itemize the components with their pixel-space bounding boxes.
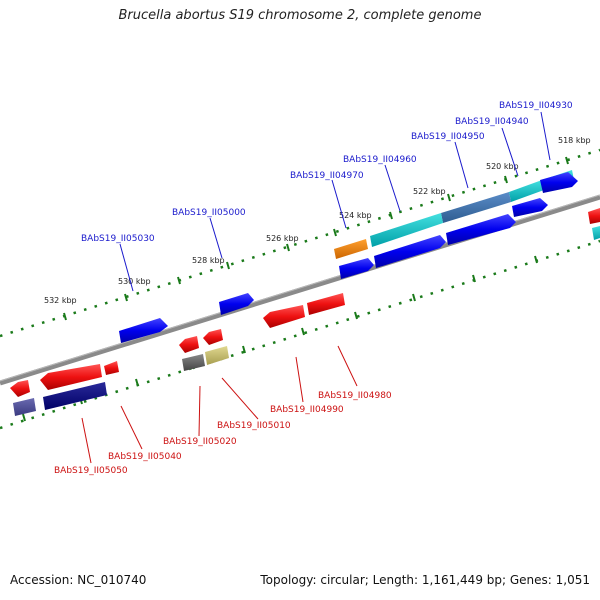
gene-II05030[interactable] [119, 318, 168, 343]
gene-label-II04990: BAbS19_II04990 [270, 405, 344, 415]
gene-II04970[interactable] [334, 239, 368, 259]
gene-II04980[interactable] [307, 293, 345, 315]
gene-label-II05020: BAbS19_II05020 [163, 437, 237, 447]
gene-label-II04980: BAbS19_II04980 [318, 391, 392, 401]
gene-label-II05010: BAbS19_II05010 [217, 421, 291, 431]
gene-II05040[interactable] [40, 364, 102, 390]
kbp-label: 526 kbp [266, 234, 299, 243]
gene-label-II05050: BAbS19_II05050 [54, 466, 128, 476]
gene-label-II05000: BAbS19_II05000 [172, 208, 246, 218]
gene-fwd-e[interactable] [339, 258, 374, 279]
gene-II04990[interactable] [263, 305, 305, 328]
reverse-leaders [81, 345, 358, 464]
gene-label-II04970: BAbS19_II04970 [290, 171, 364, 181]
upper-major-ticks [63, 156, 569, 321]
kbp-label: 532 kbp [44, 296, 77, 305]
gene-rev-purple[interactable] [13, 398, 36, 416]
reverse-genes [10, 208, 600, 416]
forward-gene-labels: BAbS19_II04930 BAbS19_II04940 BAbS19_II0… [81, 101, 573, 244]
kbp-label: 524 kbp [339, 211, 372, 220]
gene-II05010[interactable] [203, 329, 223, 345]
kbp-label: 530 kbp [118, 277, 151, 286]
summary-text: Topology: circular; Length: 1,161,449 bp… [260, 573, 590, 587]
gene-II04940[interactable] [509, 180, 544, 202]
kbp-scale: 518 kbp 520 kbp 522 kbp 524 kbp 526 kbp … [44, 136, 591, 305]
gene-rev-right[interactable] [588, 208, 600, 224]
gene-rev-navy[interactable] [43, 382, 107, 410]
kbp-label: 522 kbp [413, 187, 446, 196]
forward-leaders [119, 111, 551, 292]
gene-rev-cyan-edge[interactable] [592, 226, 600, 240]
forward-genes [119, 170, 578, 343]
gene-II04950[interactable] [441, 192, 511, 223]
gene-II05050[interactable] [10, 380, 30, 397]
gene-rev-khaki[interactable] [205, 346, 229, 365]
gene-label-II04930: BAbS19_II04930 [499, 101, 573, 111]
kbp-label: 528 kbp [192, 256, 225, 265]
gene-fwd-d[interactable] [374, 235, 446, 268]
gene-II04960[interactable] [370, 213, 443, 247]
gene-fwd-b[interactable] [512, 198, 548, 217]
gene-fwd-a[interactable] [540, 172, 578, 193]
gene-fwd-c[interactable] [446, 214, 516, 245]
gene-label-II04950: BAbS19_II04950 [411, 132, 485, 142]
accession-text: Accession: NC_010740 [10, 573, 147, 587]
gene-rev-small[interactable] [104, 361, 119, 375]
gene-label-II04940: BAbS19_II04940 [455, 117, 529, 127]
gene-II05000[interactable] [219, 293, 254, 315]
gene-II05020[interactable] [179, 336, 199, 353]
kbp-label: 520 kbp [486, 162, 519, 171]
reverse-gene-labels: BAbS19_II04980 BAbS19_II04990 BAbS19_II0… [54, 391, 392, 476]
lower-tick-row [0, 239, 600, 430]
gene-label-II05030: BAbS19_II05030 [81, 234, 155, 244]
kbp-label: 518 kbp [558, 136, 591, 145]
gene-rev-gray[interactable] [182, 354, 205, 371]
map-title: Brucella abortus S19 chromosome 2, compl… [118, 8, 482, 23]
gene-label-II05040: BAbS19_II05040 [108, 452, 182, 462]
gene-label-II04960: BAbS19_II04960 [343, 155, 417, 165]
